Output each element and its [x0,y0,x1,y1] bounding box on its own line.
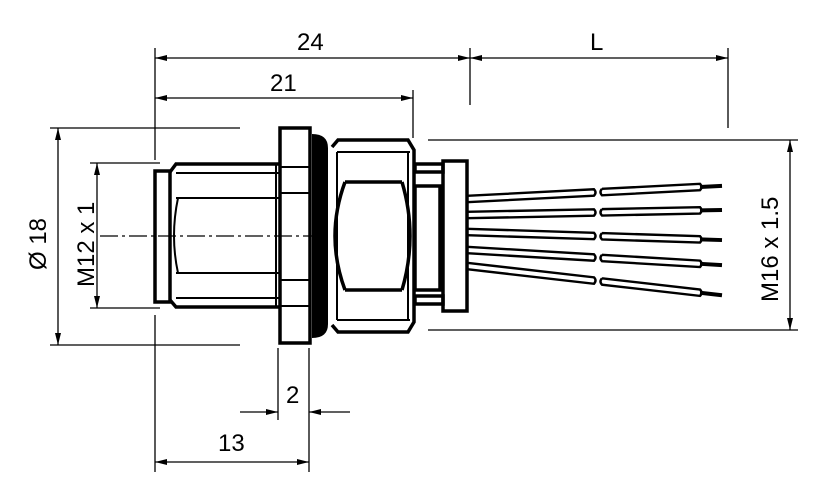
dim-21-label: 21 [270,70,297,97]
dimension-lines [55,55,793,465]
wire-conductor [699,183,723,190]
dim-2-label: 2 [286,382,299,409]
wire-insulation [466,208,597,220]
dim-l-label: L [590,29,603,56]
wire-conductor [699,290,723,298]
dim-m12-label: M12 x 1 [73,202,100,287]
wire-conductor [699,237,723,243]
wire-insulation [599,231,703,244]
wires [466,182,723,298]
rear-housing [413,159,469,313]
wire-insulation [466,227,597,241]
wire-insulation [599,277,703,298]
wire-insulation [466,245,597,262]
dim-13-label: 13 [218,430,245,457]
wire-insulation [466,261,597,286]
dim-m16-label: M16 x 1.5 [757,197,784,302]
dim-diameter-label: Ø 18 [25,218,52,270]
hex-nut [330,138,416,334]
dim-24-label: 24 [297,29,324,56]
wire-insulation [599,253,703,269]
wire-insulation [599,182,703,197]
front-thread [153,162,279,309]
wire-conductor [699,261,723,268]
o-ring [312,134,328,338]
wire-insulation [466,188,597,204]
flange [278,126,312,345]
wire-insulation [599,205,703,217]
